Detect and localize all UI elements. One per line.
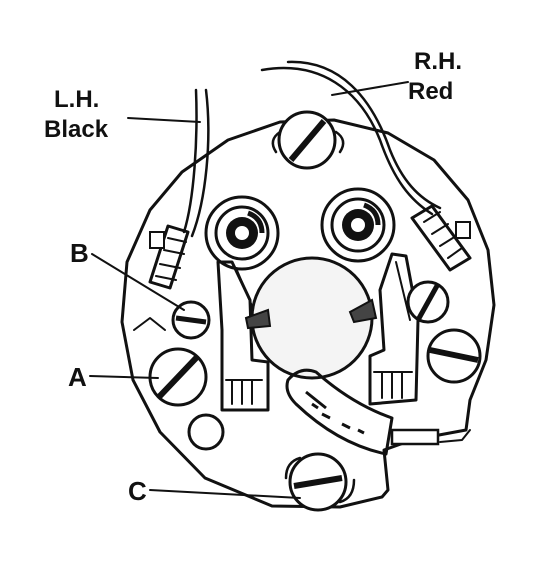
right-pivot-post [320, 187, 396, 263]
fibre-insulator [285, 368, 440, 456]
right-terminal-block [410, 204, 472, 272]
lh-label-line2: Black [44, 116, 109, 143]
lh-black-wire [182, 88, 210, 238]
right-breaker-arm [348, 252, 420, 406]
adjuster-hole [187, 413, 225, 451]
rh-red-wire [260, 60, 442, 216]
label-c: C [128, 476, 147, 506]
base-plate [120, 118, 496, 509]
screw-c [284, 452, 356, 512]
rh-label-line1: R.H. [414, 48, 462, 75]
left-breaker-arm [216, 260, 272, 412]
label-a: A [68, 362, 87, 392]
lh-label-line1: L.H. [54, 86, 99, 113]
left-terminal-block [148, 224, 190, 290]
screw-a [148, 347, 208, 407]
label-b: B [70, 238, 89, 268]
left-pivot-post [204, 195, 280, 271]
right-upper-screw [406, 280, 450, 324]
leader-lines [89, 81, 409, 499]
rh-label-line2: Red [408, 78, 453, 105]
top-screw [271, 110, 345, 170]
right-lower-screw [426, 328, 482, 384]
screw-b [171, 300, 211, 340]
